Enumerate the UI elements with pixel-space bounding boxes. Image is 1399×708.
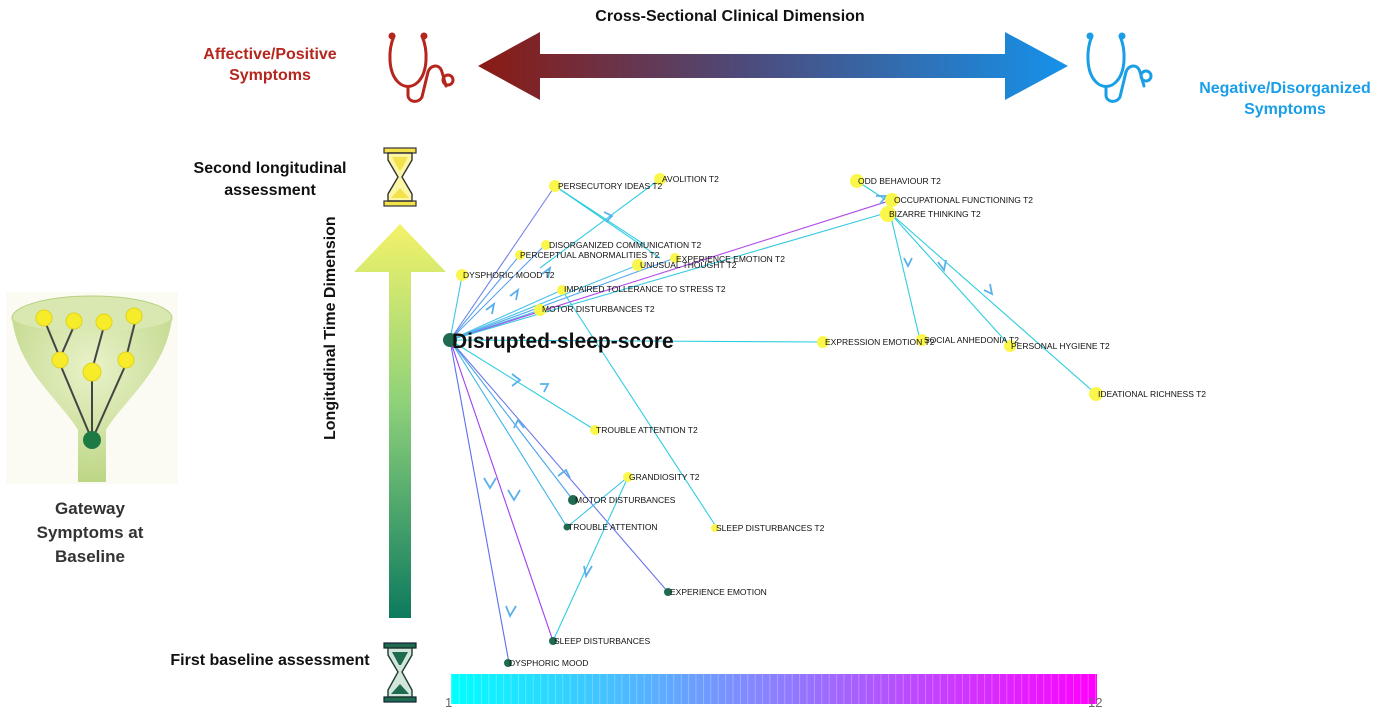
label-occupational-functioning-t2: OCCUPATIONAL FUNCTIONING T2 [894,195,1033,205]
label-dysphoric-mood: DYSPHORIC MOOD [509,658,588,668]
node-trouble-attention-t2 [590,425,600,435]
label-sleep-disturbances: SLEEP DISTURBANCES [554,636,651,646]
label-disorganized-communication-t2: DISORGANIZED COMMUNICATION T2 [549,240,701,250]
label-experience-emotion: EXPERIENCE EMOTION [670,587,767,597]
colorbar-max-label: 12 [1088,695,1102,708]
node-dysphoric-mood-t2 [456,269,468,281]
node-experience-emotion-t2 [670,253,680,263]
second-assessment-label: Second longitudinal assessment [193,160,347,199]
gateway-funnel-illustration [6,292,178,484]
node-grandiosity-t2 [623,472,633,482]
stethoscope-blue-icon [1086,32,1153,103]
colorbar-min-label: 1 [445,695,452,708]
label-unusual-thought-t2: UNUSUAL THOUGHT T2 [640,260,737,270]
label-sleep-disturbances-t2: SLEEP DISTURBANCES T2 [716,523,825,533]
label-impaired-tollerance-t2: IMPAIRED TOLLERANCE TO STRESS T2 [564,284,726,294]
dimension-title: Cross-Sectional Clinical Dimension [595,8,865,25]
edge-arrowheads [483,195,994,619]
stethoscope-red-icon [388,32,455,103]
node-expression-emotion-t2 [817,336,829,348]
node-sleep-disturbances [549,637,557,645]
node-ideational-richness-t2 [1089,387,1103,401]
label-grandiosity-t2: GRANDIOSITY T2 [629,472,700,482]
hub-label: Disrupted-sleep-score [452,330,674,353]
negative-disorganized-label: Negative/Disorganized Symptoms [1199,80,1371,118]
label-expression-emotion-t2: EXPRESSION EMOTION T2 [825,337,935,347]
gateway-label: Gateway Symptoms at Baseline [36,499,144,566]
label-dysphoric-mood-t2: DYSPHORIC MOOD T2 [463,270,555,280]
node-persecutory-ideas-t2 [549,180,561,192]
node-social-anhedonia-t2 [916,334,928,346]
node-impaired-tollerance-t2 [557,285,567,295]
colorbar-ticks [451,674,1097,704]
node-occupational-functioning-t2 [885,193,899,207]
label-motor-disturbances: MOTOR DISTURBANCES [575,495,676,505]
label-persecutory-ideas-t2: PERSECUTORY IDEAS T2 [558,181,663,191]
label-trouble-attention-t2: TROUBLE ATTENTION T2 [596,425,698,435]
node-hub [443,333,457,347]
label-social-anhedonia-t2: SOCIAL ANHEDONIA T2 [924,335,1019,345]
node-disorganized-communication-t2 [541,240,551,250]
cross-sectional-arrow [478,32,1068,100]
node-perceptual-abnormalities-t2 [515,250,525,260]
hourglass-top-icon [383,147,417,207]
label-personal-hygiene-t2: PERSONAL HYGIENE T2 [1011,341,1110,351]
label-bizarre-thinking-t2: BIZARRE THINKING T2 [889,209,981,219]
first-assessment-label: First baseline assessment [170,652,370,669]
node-motor-disturbances-t2 [534,304,546,316]
node-sleep-disturbances-t2 [711,524,719,532]
node-experience-emotion [664,588,672,596]
hourglass-bottom-icon [383,642,417,703]
label-odd-behaviour-t2: ODD BEHAVIOUR T2 [858,176,941,186]
t2-nodes [456,173,1103,532]
node-avolition-t2 [654,173,666,185]
network-edges [449,178,1097,664]
label-perceptual-abnormalities-t2: PERCEPTUAL ABNORMALITIES T2 [520,250,660,260]
longitudinal-arrow [354,224,446,618]
node-trouble-attention [563,523,571,531]
baseline-nodes [443,333,672,667]
node-unusual-thought-t2 [632,259,644,271]
affective-positive-label: Affective/Positive Symptoms [203,46,337,84]
label-motor-disturbances-t2: MOTOR DISTURBANCES T2 [542,304,655,314]
label-trouble-attention: TROUBLE ATTENTION [568,522,658,532]
label-ideational-richness-t2: IDEATIONAL RICHNESS T2 [1098,389,1206,399]
node-odd-behaviour-t2 [850,174,864,188]
label-avolition-t2: AVOLITION T2 [662,174,719,184]
node-motor-disturbances [568,495,578,505]
label-experience-emotion-t2: EXPERIENCE EMOTION T2 [676,254,785,264]
node-bizarre-thinking-t2 [880,206,896,222]
node-dysphoric-mood [504,659,512,667]
node-personal-hygiene-t2 [1004,340,1016,352]
